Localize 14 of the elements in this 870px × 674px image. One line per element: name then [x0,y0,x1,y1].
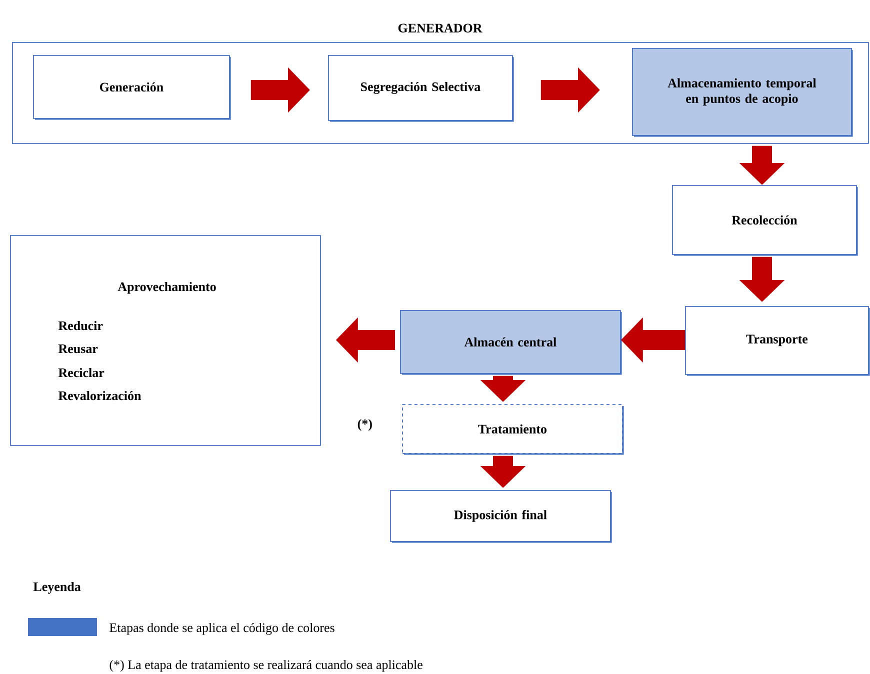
process-box: Recolección [672,185,858,256]
highlighted-process-box: Almacén central [400,310,622,375]
legend-text: Etapas donde se aplica el código de colores [110,622,334,635]
footnote: (*) La etapa de tratamiento se realizará cuando sea aplicable [110,660,422,672]
process-box: Transporte [685,306,870,376]
legend-heading: Leyenda [33,582,81,594]
process-box: Generación [33,55,231,120]
node-label: GENERADOR [398,24,482,32]
note-mark: (*) [358,419,372,431]
process-box: Tratamiento [402,404,624,455]
process-box: Segregación Selectiva [328,55,514,122]
process-box: Disposición final [390,490,612,543]
process-box: Aprovechamiento Reducir Reusar Reciclar Revalorización [10,235,321,446]
highlighted-process-box: Almacenamiento temporal en puntos de acopio [632,48,853,137]
